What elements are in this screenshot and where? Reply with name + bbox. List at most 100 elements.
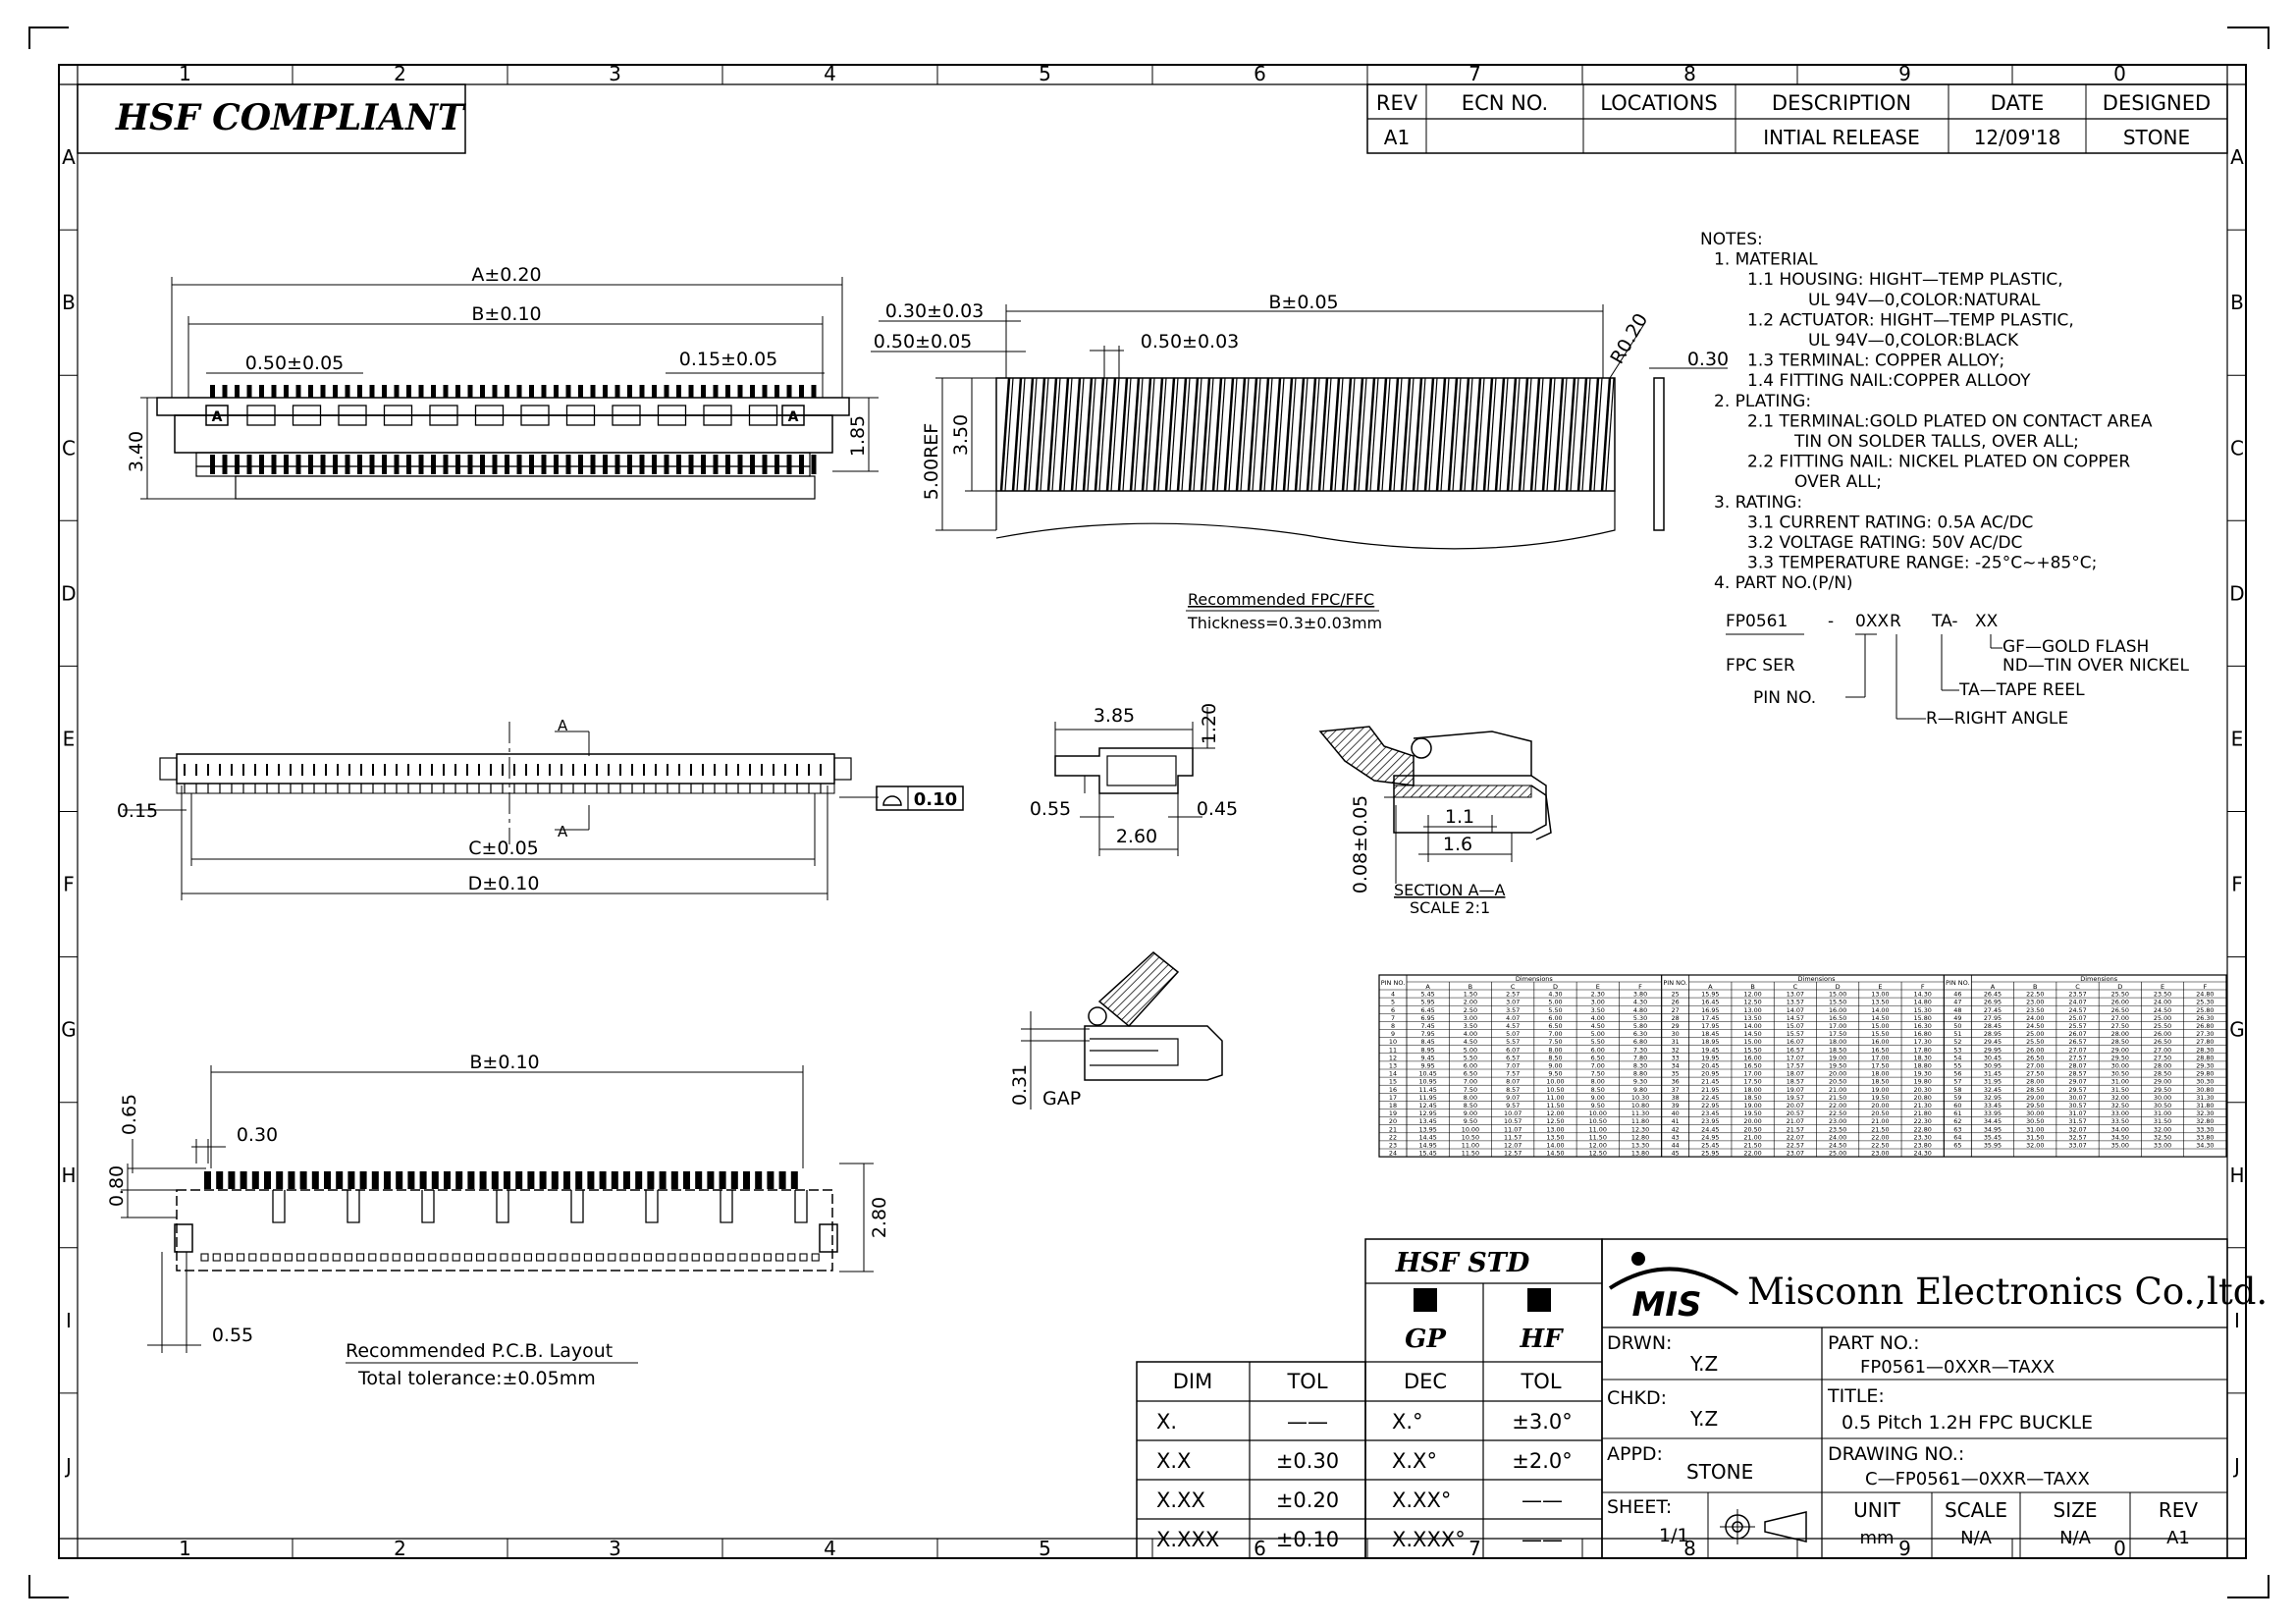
dim-table-cell: 41 — [1672, 1117, 1680, 1125]
dim-table-cell: 26.00 — [2026, 1046, 2044, 1054]
unit-label: UNIT — [1853, 1498, 1900, 1522]
dim-table-cell: 4.30 — [1548, 991, 1562, 999]
dim-a: A±0.20 — [471, 264, 541, 286]
dim-table-cell: 19 — [1389, 1110, 1397, 1117]
dim-table-cell: 7.00 — [1591, 1062, 1605, 1070]
dim-table-cell: 25.50 — [2111, 991, 2129, 999]
dim-table-cell: 31.80 — [2196, 1102, 2214, 1110]
dim-table-cell: 8.00 — [1591, 1078, 1605, 1086]
zone-col-top: 7 — [1468, 62, 1481, 85]
zone-row-left: D — [61, 581, 76, 605]
dim-table-cell: 27.80 — [2196, 1038, 2214, 1046]
dim-table-cell: 27.50 — [2154, 1054, 2171, 1061]
zone-col-bottom: 1 — [179, 1537, 191, 1560]
dim-table-cell: 11.00 — [1462, 1142, 1479, 1150]
zone-col-bottom: 3 — [609, 1537, 621, 1560]
dim-table-cell: 32.45 — [1984, 1086, 2002, 1094]
unit-value: mm — [1859, 1528, 1894, 1548]
dim-table-cell: 8 — [1391, 1022, 1395, 1030]
dim-table-cell: 30 — [1672, 1030, 1680, 1038]
hsf-std-table: HSF STD GP HF DEC TOL X.°±3.0°X.X°±2.0°X… — [1364, 1238, 1603, 1559]
dim-table-cell: 5.07 — [1506, 1030, 1520, 1038]
dim-table-cell: 2.30 — [1591, 991, 1605, 999]
dim-table-cell: 9.30 — [1633, 1078, 1647, 1086]
dim-table-cell: 18.30 — [1914, 1054, 1932, 1061]
dim-table-cell: 20.50 — [1743, 1125, 1761, 1133]
dim-table-cell: 8.00 — [1548, 1046, 1562, 1054]
dim-table-cell: 6.57 — [1506, 1054, 1520, 1061]
appd-label: APPD: — [1607, 1443, 1663, 1465]
section-scale: SCALE 2:1 — [1410, 898, 1490, 917]
dim-table-cell: 65 — [1953, 1142, 1961, 1150]
dim-table-pin-header: PIN NO. — [1663, 979, 1687, 987]
dim-table-cell: 8.00 — [1464, 1094, 1477, 1102]
dim-table-cell: 8.30 — [1633, 1062, 1647, 1070]
side-dim-bottom: 2.60 — [1116, 826, 1157, 847]
dim-table-cell: 14.50 — [1546, 1150, 1564, 1158]
dim-table-cell: 13 — [1389, 1062, 1397, 1070]
dim-table-cell: 27.30 — [2196, 1030, 2214, 1038]
dim-table-cell: 3.00 — [1464, 1014, 1477, 1022]
dim-table-cell: 27 — [1672, 1006, 1680, 1014]
dim-table-cell: 20.00 — [1829, 1070, 1846, 1078]
dim-table-cell: 11.30 — [1631, 1110, 1649, 1117]
zone-row-right: J — [2232, 1454, 2240, 1478]
zone-col-top: 6 — [1254, 62, 1266, 85]
tol-value-cell: ±0.30 — [1276, 1449, 1339, 1473]
dim-table-cell: 19.00 — [1871, 1086, 1889, 1094]
pn-angle: R — [1890, 612, 1901, 631]
rev-header-cell: DESIGNED — [2103, 91, 2211, 115]
dim-table-cell: 44 — [1672, 1142, 1680, 1150]
dim-table-cell: 9.80 — [1633, 1086, 1647, 1094]
border-zone-ticks — [59, 65, 2246, 1558]
dim-table-cell: 6.50 — [1591, 1054, 1605, 1061]
tol-value-cell: —— — [1287, 1410, 1328, 1434]
dim-table-cell: 17.30 — [1914, 1038, 1932, 1046]
dim-table-cell: 17 — [1389, 1094, 1397, 1102]
pcb-dim-depth: 2.80 — [869, 1197, 890, 1238]
dim-table-cell: 5.95 — [1421, 999, 1435, 1006]
dim-table-cell: 10.50 — [1589, 1117, 1607, 1125]
dim-table-cell: 16.07 — [1787, 1038, 1804, 1046]
dim-table-cell: 23.30 — [1914, 1133, 1932, 1141]
dim-table-cell: 16.95 — [1701, 1006, 1719, 1014]
dim-table-cell: 23 — [1389, 1142, 1397, 1150]
zone-row-left: A — [62, 145, 76, 169]
dim-table-cell: 14 — [1389, 1070, 1397, 1078]
dim-table-cell: 8.07 — [1506, 1078, 1520, 1086]
dim-table-cell: 27.50 — [2026, 1070, 2044, 1078]
zone-col-bottom: 0 — [2113, 1537, 2126, 1560]
dim-table-cell: 30.07 — [2068, 1094, 2086, 1102]
dim-table-cell: 16 — [1389, 1086, 1397, 1094]
dim-table-cell: 22.00 — [1871, 1133, 1889, 1141]
dim-table-cell: 27.00 — [2026, 1062, 2044, 1070]
dim-table-cell: 9.45 — [1421, 1054, 1435, 1061]
dim-table-cell: 8.57 — [1506, 1086, 1520, 1094]
dim-table-cell: 12 — [1389, 1054, 1397, 1061]
dim-table-cell: 48 — [1953, 1006, 1961, 1014]
dim-table-cell: 18.57 — [1787, 1078, 1804, 1086]
dim-table-cell: 51 — [1953, 1030, 1961, 1038]
dim-table-cell: 12.50 — [1743, 999, 1761, 1006]
dim-table-cell: 28.00 — [2026, 1078, 2044, 1086]
dim-table-cell: 27.57 — [2068, 1054, 2086, 1061]
dim-table-cell: 23.00 — [1829, 1117, 1846, 1125]
dim-table-col-header: B — [2033, 983, 2037, 991]
dim-table-cell: 52 — [1953, 1038, 1961, 1046]
dim-table-cell: 10.45 — [1418, 1070, 1436, 1078]
top-view: A A C±0.05 D±0.10 0.15 0.10 — [117, 717, 964, 900]
dim-table-cell: 7.07 — [1506, 1062, 1520, 1070]
dim-table-cell: 30.80 — [2196, 1086, 2214, 1094]
compliance-box: HSF COMPLIANT — [77, 83, 466, 154]
tol-dim-cell: X.XXX — [1156, 1528, 1219, 1551]
dim-table-cell: 32.50 — [2154, 1133, 2171, 1141]
dim-table-cell: 7.45 — [1421, 1022, 1435, 1030]
dim-table-cell: 24.57 — [2068, 1006, 2086, 1014]
dim-table-cell: 25.00 — [2026, 1030, 2044, 1038]
dim-table-cell: 3.80 — [1633, 991, 1647, 999]
dim-table-cell: 11.50 — [1546, 1102, 1564, 1110]
dim-table-cell: 10.00 — [1546, 1078, 1564, 1086]
chkd-value: Y.Z — [1689, 1407, 1718, 1431]
dim-table-cell: 30.50 — [2111, 1070, 2129, 1078]
